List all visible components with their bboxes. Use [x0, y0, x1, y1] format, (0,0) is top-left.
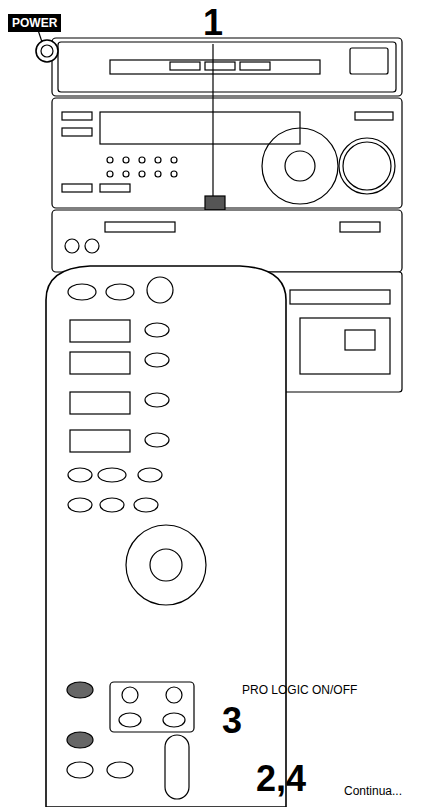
button-label: POWER	[8, 14, 61, 32]
label-text: POWER	[12, 16, 57, 30]
button-name: PRO LOGIC ON/OFF	[242, 683, 357, 697]
callout-number: 3	[222, 700, 242, 742]
callout-number: 1	[203, 2, 223, 44]
callout-number: 2,4	[256, 758, 306, 800]
note: Continua...	[344, 784, 402, 798]
